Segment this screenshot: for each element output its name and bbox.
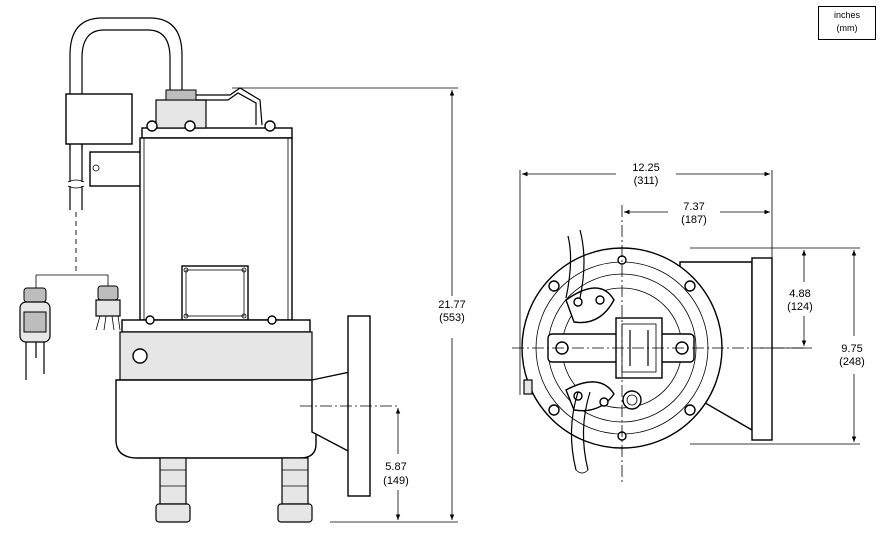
junction-box: [181, 265, 249, 321]
volute-casing: [119, 331, 313, 381]
cord-grip-block: [65, 93, 133, 145]
offset-dim-mm: (187): [681, 214, 707, 226]
width-dim-inches: 12.25: [632, 162, 660, 174]
top-view: [512, 170, 860, 485]
wire-leads: [95, 285, 121, 331]
power-cord-loop: [69, 17, 183, 150]
offset-dim-inches: 7.37: [683, 201, 704, 213]
depth-dim-mm: (248): [839, 356, 865, 368]
top-discharge-flange: [751, 257, 773, 441]
height-dim-mm: (553): [439, 312, 465, 324]
units-legend-mm: (mm): [836, 23, 858, 33]
height-dim-inches: 21.77: [438, 299, 466, 311]
units-legend: inches (mm): [818, 6, 876, 40]
power-plug: [19, 287, 51, 380]
discharge-dim-mm: (149): [383, 475, 409, 487]
width-dim-mm: (311): [634, 175, 659, 187]
half-depth-dim-inches: 4.88: [789, 288, 810, 300]
side-view: [19, 17, 458, 523]
discharge-dim-inches: 5.87: [385, 461, 406, 473]
units-legend-inches: inches: [833, 10, 860, 20]
half-depth-dim-mm: (124): [787, 301, 813, 313]
depth-dim-inches: 9.75: [841, 343, 862, 355]
